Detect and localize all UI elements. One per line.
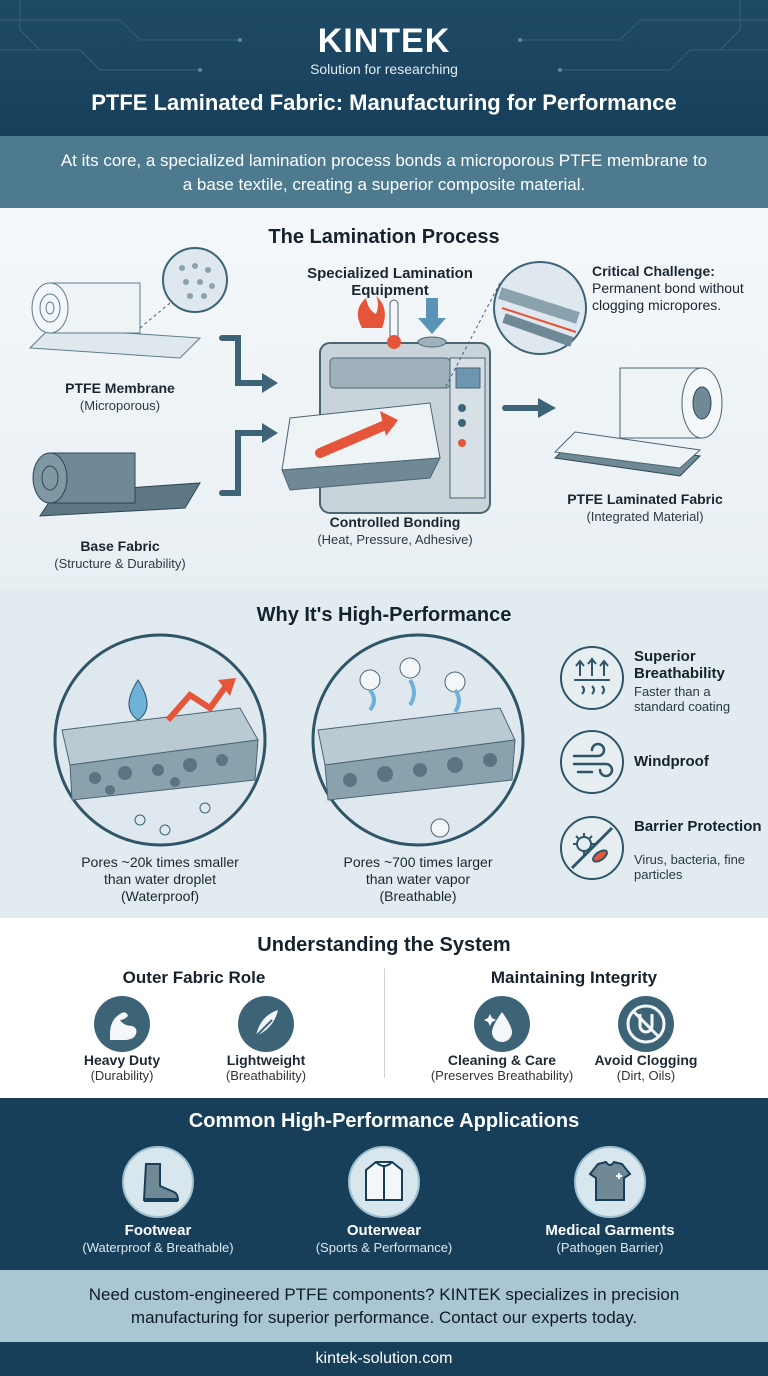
wind-icon bbox=[560, 730, 624, 794]
feather-icon bbox=[238, 996, 294, 1052]
process-title: The Lamination Process bbox=[268, 226, 500, 248]
bonding-name: Controlled Bonding bbox=[329, 514, 461, 530]
breathable-line1: Pores ~700 times larger bbox=[343, 854, 493, 870]
bonding-label: Controlled Bonding (Heat, Pressure, Adhe… bbox=[280, 514, 510, 548]
app-item-medical: Medical Garments (Pathogen Barrier) bbox=[500, 1222, 720, 1256]
base-fabric-sub: (Structure & Durability) bbox=[54, 556, 186, 571]
waterproof-diagram-icon bbox=[53, 633, 267, 847]
app-item-outerwear: Outerwear (Sports & Performance) bbox=[274, 1222, 494, 1256]
call-to-action: Need custom-engineered PTFE components? … bbox=[0, 1270, 768, 1342]
base-fabric-label: Base Fabric (Structure & Durability) bbox=[20, 538, 220, 572]
app-item-name: Footwear bbox=[124, 1222, 192, 1239]
lamination-process-section: The Lamination Process bbox=[0, 208, 768, 590]
waterproof-caption: Pores ~20k times smaller than water drop… bbox=[50, 854, 270, 905]
divider bbox=[384, 968, 385, 1078]
result-sub: (Integrated Material) bbox=[586, 509, 704, 524]
system-item-lightweight: Lightweight (Breathability) bbox=[181, 1052, 351, 1084]
performance-section: Why It's High-Performance Pores ~20k tim… bbox=[0, 590, 768, 918]
applications-section: Common High-Performance Applications Foo… bbox=[0, 1098, 768, 1270]
breathable-line2: than water vapor bbox=[365, 871, 471, 887]
system-item-name: Heavy Duty bbox=[83, 1052, 161, 1068]
brand-logo: KINTEK bbox=[317, 22, 451, 60]
medical-scrubs-icon bbox=[574, 1146, 646, 1218]
app-item-name: Medical Garments bbox=[545, 1222, 675, 1239]
circuit-pattern bbox=[0, 0, 768, 72]
system-item-sub: (Breathability) bbox=[225, 1068, 307, 1083]
membrane-label: PTFE Membrane (Microporous) bbox=[20, 380, 220, 414]
feature-breathability: Superior Breathability Faster than a sta… bbox=[560, 646, 760, 726]
waterproof-line3: (Waterproof) bbox=[120, 888, 200, 904]
result-name: PTFE Laminated Fabric bbox=[567, 491, 723, 507]
feature-desc: Virus, bacteria, fine particles bbox=[634, 852, 746, 882]
breathable-line3: (Breathable) bbox=[379, 888, 457, 904]
system-item-name: Lightweight bbox=[226, 1052, 306, 1068]
challenge-callout: Critical Challenge: Permanent bond witho… bbox=[592, 263, 752, 314]
jacket-icon bbox=[348, 1146, 420, 1218]
muscle-icon bbox=[94, 996, 150, 1052]
system-item-heavy-duty: Heavy Duty (Durability) bbox=[37, 1052, 207, 1084]
website-link[interactable]: kintek-solution.com bbox=[0, 1342, 768, 1376]
app-item-sub: (Sports & Performance) bbox=[315, 1240, 453, 1255]
system-item-avoid-clogging: Avoid Clogging (Dirt, Oils) bbox=[561, 1052, 731, 1084]
membrane-sub: (Microporous) bbox=[79, 398, 161, 413]
droplet-sparkle-icon bbox=[474, 996, 530, 1052]
system-item-sub: (Dirt, Oils) bbox=[616, 1068, 676, 1083]
system-title: Understanding the System bbox=[257, 934, 511, 956]
intro-text: At its core, a specialized lamination pr… bbox=[0, 136, 768, 208]
feature-title: Windproof bbox=[634, 753, 709, 770]
system-item-name: Avoid Clogging bbox=[594, 1052, 698, 1068]
feature-barrier: Barrier Protection Virus, bacteria, fine… bbox=[560, 816, 762, 896]
pore-illustrations bbox=[53, 633, 525, 847]
system-section: Understanding the System Outer Fabric Ro… bbox=[0, 918, 768, 1098]
breathable-caption: Pores ~700 times larger than water vapor… bbox=[308, 854, 528, 905]
system-item-name: Cleaning & Care bbox=[447, 1052, 557, 1068]
breathability-icon bbox=[560, 646, 624, 710]
system-item-cleaning: Cleaning & Care (Preserves Breathability… bbox=[417, 1052, 587, 1084]
applications-title: Common High-Performance Applications bbox=[188, 1110, 580, 1132]
outer-fabric-title: Outer Fabric Role bbox=[122, 968, 266, 987]
challenge-title: Critical Challenge: bbox=[592, 263, 715, 279]
equipment-label: Specialized Lamination Equipment bbox=[307, 265, 473, 299]
breathable-diagram-icon bbox=[311, 633, 525, 847]
membrane-roll-icon bbox=[28, 247, 228, 359]
waterproof-line1: Pores ~20k times smaller bbox=[81, 854, 239, 870]
base-fabric-name: Base Fabric bbox=[80, 538, 160, 554]
app-item-sub: (Pathogen Barrier) bbox=[556, 1240, 664, 1255]
process-illustration bbox=[28, 247, 723, 517]
bonding-sub: (Heat, Pressure, Adhesive) bbox=[317, 532, 473, 547]
boot-icon bbox=[122, 1146, 194, 1218]
system-item-sub: (Durability) bbox=[90, 1068, 154, 1083]
feature-title: Barrier Protection bbox=[634, 818, 762, 835]
app-item-sub: (Waterproof & Breathable) bbox=[82, 1240, 234, 1255]
no-clog-icon bbox=[618, 996, 674, 1052]
barrier-icon bbox=[560, 816, 624, 880]
system-item-sub: (Preserves Breathability) bbox=[430, 1068, 574, 1083]
feature-title: Superior Breathability bbox=[634, 648, 725, 682]
integrity-title: Maintaining Integrity bbox=[490, 968, 658, 987]
laminated-fabric-roll-icon bbox=[553, 367, 723, 477]
brand-tagline: Solution for researching bbox=[310, 61, 458, 77]
feature-desc: Faster than a standard coating bbox=[634, 684, 731, 714]
performance-title: Why It's High-Performance bbox=[256, 604, 512, 626]
challenge-text: Permanent bond without clogging micropor… bbox=[592, 280, 744, 313]
magnified-layer-icon bbox=[444, 261, 587, 389]
result-label: PTFE Laminated Fabric (Integrated Materi… bbox=[540, 491, 750, 525]
feature-windproof: Windproof bbox=[560, 730, 760, 810]
page-title: PTFE Laminated Fabric: Manufacturing for… bbox=[91, 90, 677, 115]
waterproof-line2: than water droplet bbox=[103, 871, 217, 887]
base-fabric-roll-icon bbox=[32, 452, 201, 517]
lamination-machine-icon bbox=[281, 296, 491, 514]
membrane-name: PTFE Membrane bbox=[65, 380, 175, 396]
header-banner: KINTEK Solution for researching PTFE Lam… bbox=[0, 0, 768, 136]
app-item-footwear: Footwear (Waterproof & Breathable) bbox=[48, 1222, 268, 1256]
app-item-name: Outerwear bbox=[346, 1222, 422, 1239]
